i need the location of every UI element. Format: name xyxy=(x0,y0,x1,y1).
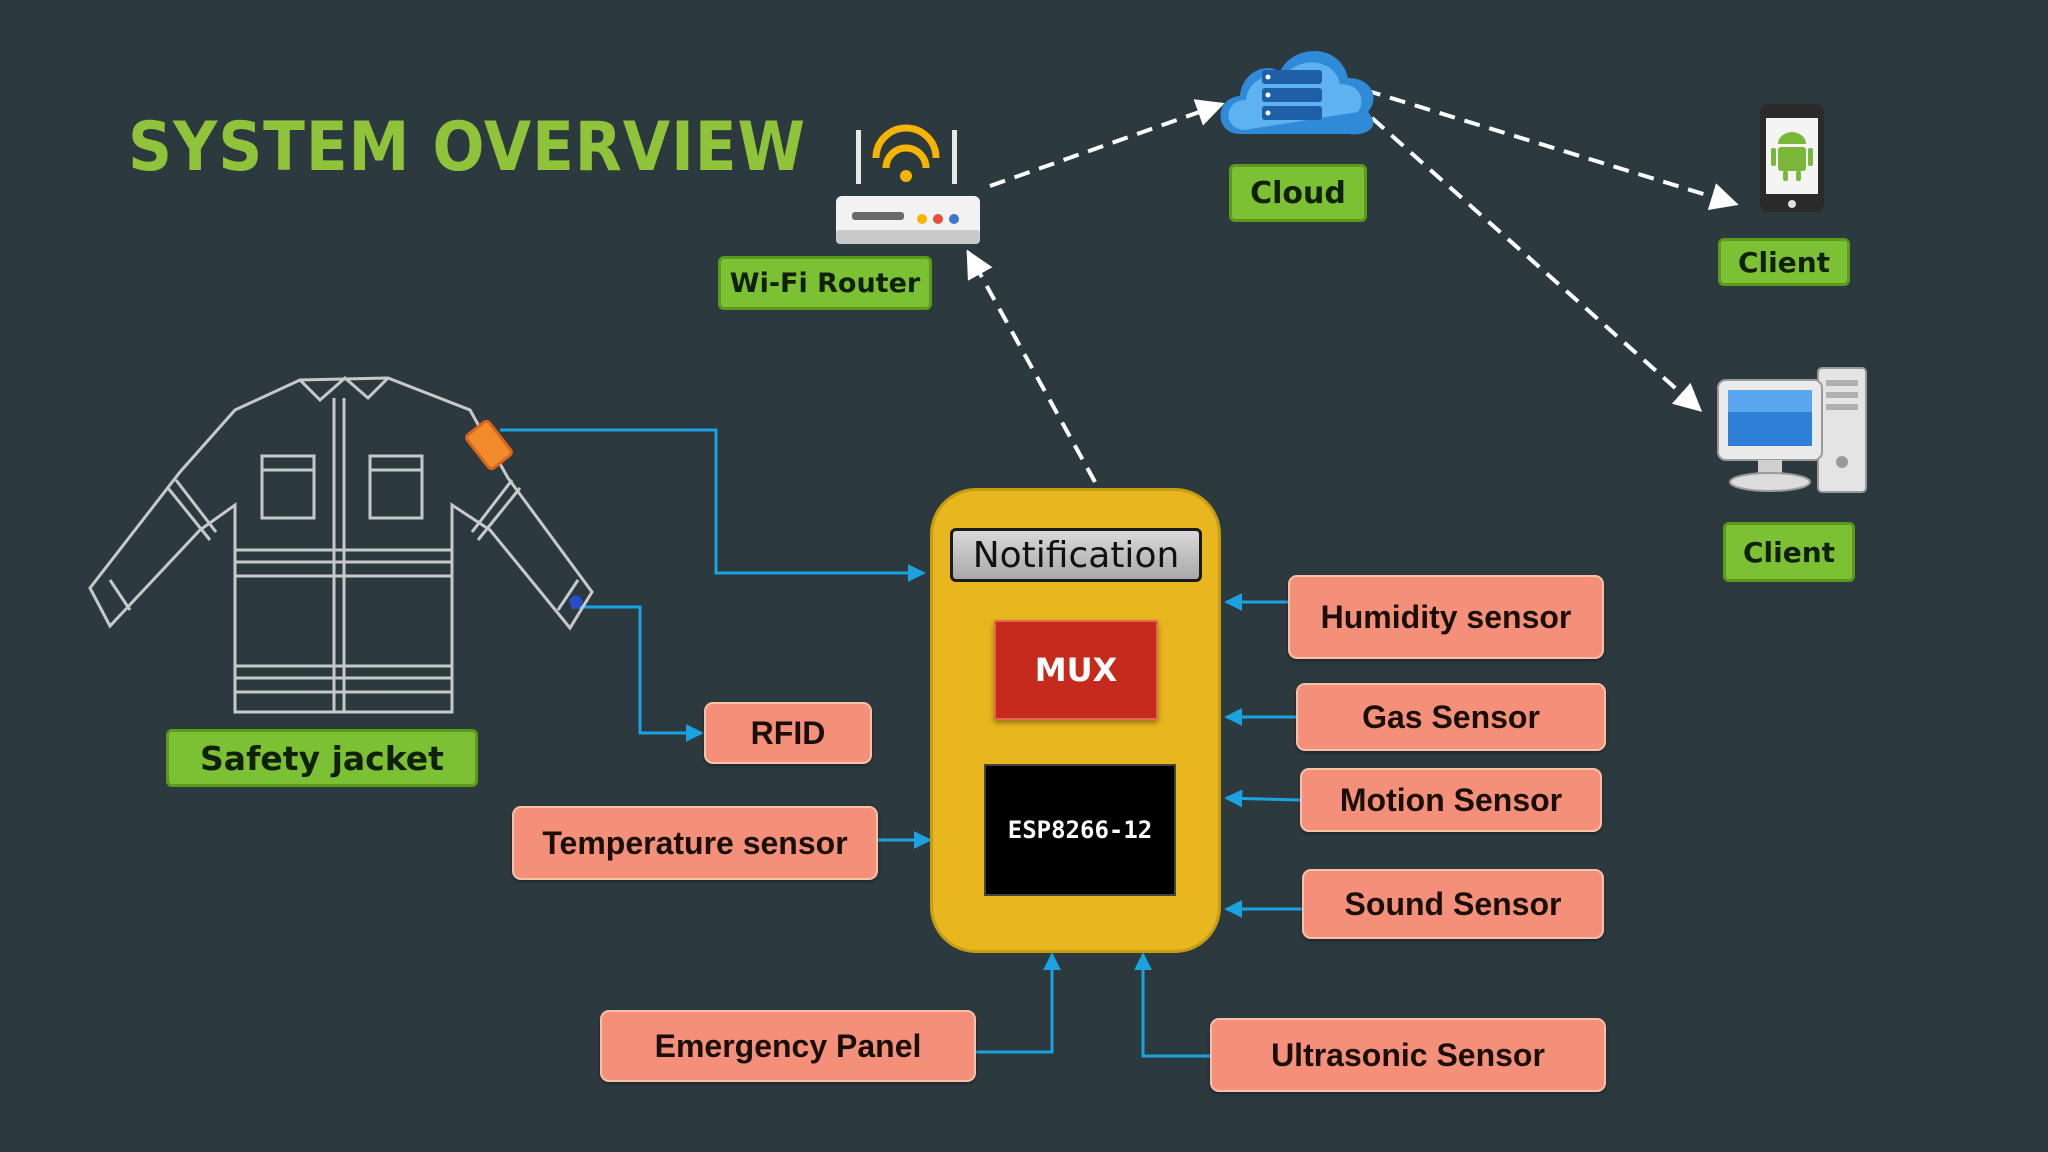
wire-emergency-to-mcu xyxy=(976,952,1061,1054)
notification-label: Notification xyxy=(950,528,1202,582)
sound-sensor-label: Sound Sensor xyxy=(1302,869,1604,939)
link-mcu-to-router xyxy=(966,249,1097,483)
cloud-label: Cloud xyxy=(1229,164,1367,222)
wired-links xyxy=(500,428,1302,1058)
safety-jacket-label: Safety jacket xyxy=(166,729,478,787)
wireless-links xyxy=(966,88,1739,483)
wire-ultrasonic-to-mcu xyxy=(1134,952,1210,1058)
motion-sensor-label: Motion Sensor xyxy=(1300,768,1602,832)
mux-block: MUX xyxy=(994,620,1158,720)
wifi-router-label: Wi-Fi Router xyxy=(718,256,932,310)
link-cloud-to-pc xyxy=(1370,116,1703,412)
client-pc-label: Client xyxy=(1723,522,1855,582)
temperature-sensor-label: Temperature sensor xyxy=(512,806,878,880)
rfid-label: RFID xyxy=(704,702,872,764)
wire-motion-to-mcu xyxy=(1224,789,1301,808)
page-title: SYSTEM OVERVIEW xyxy=(128,108,806,187)
link-cloud-to-phone xyxy=(1364,88,1739,210)
gas-sensor-label: Gas Sensor xyxy=(1296,683,1606,751)
esp8266-block: ESP8266-12 xyxy=(984,764,1176,896)
ultrasonic-sensor-label: Ultrasonic Sensor xyxy=(1210,1018,1606,1092)
client-phone-label: Client xyxy=(1718,238,1850,286)
link-router-to-cloud xyxy=(989,99,1225,188)
emergency-panel-label: Emergency Panel xyxy=(600,1010,976,1082)
wire-jacket-to-rfid xyxy=(572,605,704,742)
wire-jacket-to-mcu xyxy=(500,428,926,582)
humidity-sensor-label: Humidity sensor xyxy=(1288,575,1604,659)
